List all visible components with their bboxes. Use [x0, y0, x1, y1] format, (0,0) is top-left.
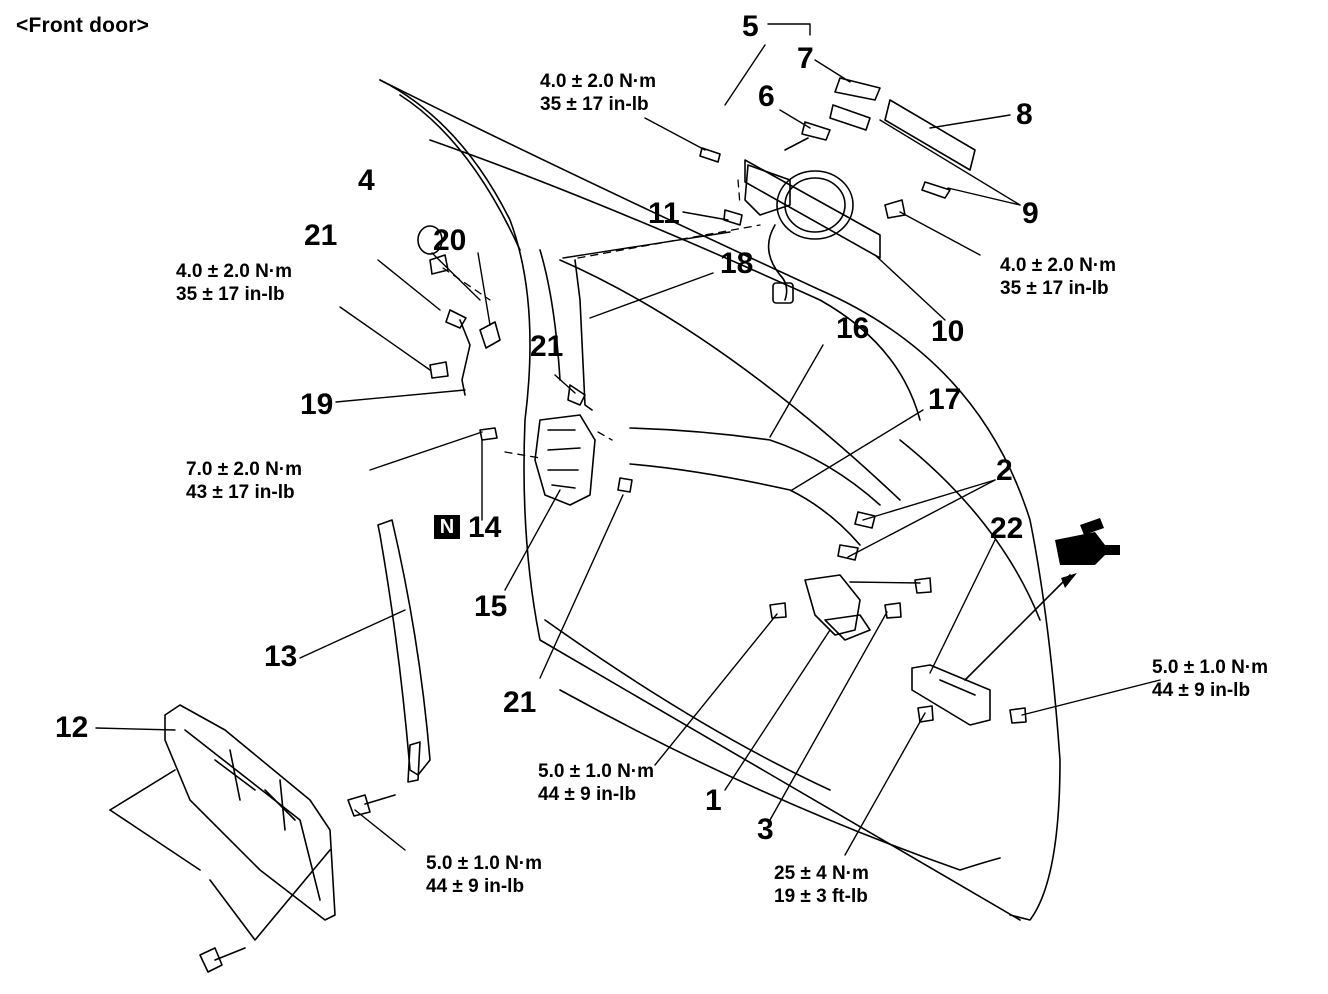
diagram-title: <Front door> [16, 14, 150, 37]
torque-imperial: 44 ± 9 in-lb [426, 876, 525, 897]
torque-nm: 25 ± 4 N·m [774, 863, 869, 884]
n-mark-badge: N [434, 515, 460, 539]
torque-nm: 5.0 ± 1.0 N·m [1152, 657, 1269, 678]
callout-11: 11 [648, 197, 680, 230]
callout-20: 20 [433, 224, 467, 257]
callout-10: 10 [931, 315, 965, 348]
callout-3: 3 [757, 813, 774, 846]
callout-4: 4 [358, 164, 375, 197]
callout-16: 16 [836, 312, 870, 345]
torque-spec-lock-rod: 4.0 ± 2.0 N·m 35 ± 17 in-lb [176, 260, 292, 306]
callout-21-low: 21 [503, 686, 537, 719]
torque-spec-door-check: 5.0 ± 1.0 N·m 44 ± 9 in-lb [1152, 656, 1268, 702]
torque-spec-latch: 7.0 ± 2.0 N·m 43 ± 17 in-lb [186, 458, 302, 504]
callout-12: 12 [55, 711, 89, 744]
torque-spec-hinge: 25 ± 4 N·m 19 ± 3 ft-lb [774, 862, 869, 908]
outside-handle-assembly [699, 77, 976, 304]
callout-13: 13 [264, 640, 298, 673]
glass-run-channel [347, 519, 431, 817]
callout-21-top: 21 [304, 219, 338, 252]
callout-19: 19 [300, 388, 334, 421]
torque-nm: 4.0 ± 2.0 N·m [1000, 255, 1117, 276]
torque-imperial: 35 ± 17 in-lb [540, 94, 649, 115]
torque-nm: 4.0 ± 2.0 N·m [540, 71, 657, 92]
torque-imperial: 19 ± 3 ft-lb [774, 886, 868, 907]
callout-21-mid: 21 [530, 330, 564, 363]
callout-1: 1 [705, 784, 722, 817]
callout-7: 7 [797, 42, 814, 75]
callout-6: 6 [758, 80, 775, 113]
torque-spec-handle-top: 4.0 ± 2.0 N·m 35 ± 17 in-lb [540, 70, 656, 116]
callout-5: 5 [742, 10, 759, 43]
callout-17: 17 [928, 383, 962, 416]
torque-nm: 5.0 ± 1.0 N·m [538, 761, 655, 782]
dashed-references [442, 179, 761, 459]
callout-18: 18 [720, 247, 754, 280]
torque-nm: 7.0 ± 2.0 N·m [186, 459, 303, 480]
door-check [911, 574, 1071, 726]
torque-spec-handle-right: 4.0 ± 2.0 N·m 35 ± 17 in-lb [1000, 254, 1116, 300]
leader-lines [95, 23, 1161, 856]
torque-imperial: 35 ± 17 in-lb [176, 284, 285, 305]
torque-imperial: 44 ± 9 in-lb [538, 784, 637, 805]
callout-14: 14 [468, 511, 502, 544]
callout-9: 9 [1022, 197, 1039, 230]
torque-spec-inside-handle: 5.0 ± 1.0 N·m 44 ± 9 in-lb [538, 760, 654, 806]
torque-nm: 5.0 ± 1.0 N·m [426, 853, 543, 874]
torque-imperial: 44 ± 9 in-lb [1152, 680, 1251, 701]
water-shield [109, 704, 336, 973]
latch-and-rods [417, 225, 881, 546]
torque-nm: 4.0 ± 2.0 N·m [176, 261, 293, 282]
torque-imperial: 35 ± 17 in-lb [1000, 278, 1109, 299]
torque-spec-glass-channel: 5.0 ± 1.0 N·m 44 ± 9 in-lb [426, 852, 542, 898]
torque-imperial: 43 ± 17 in-lb [186, 482, 295, 503]
callout-15: 15 [474, 590, 508, 623]
grease-gun-icon [1055, 518, 1120, 588]
callout-8: 8 [1016, 98, 1033, 131]
inside-handle [769, 511, 932, 641]
callout-22: 22 [990, 512, 1024, 545]
callout-2: 2 [996, 454, 1013, 487]
